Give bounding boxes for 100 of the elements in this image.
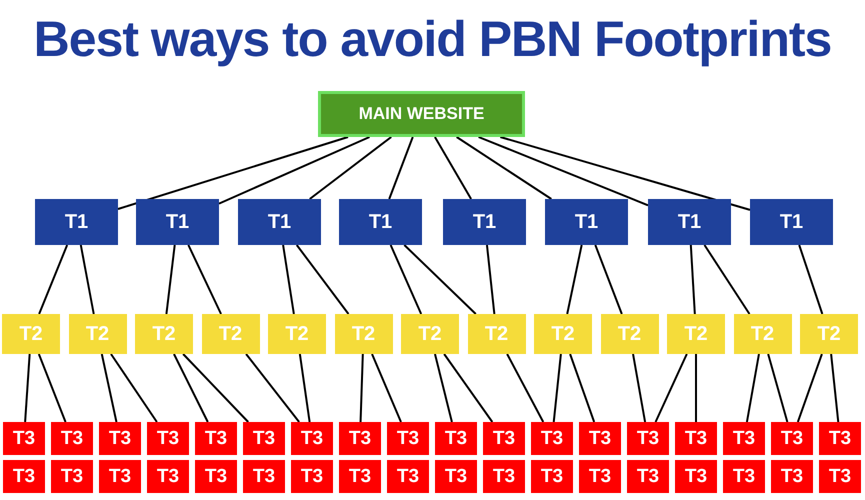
connector-line (80, 244, 95, 314)
tier-three-box (291, 460, 333, 493)
tier-two-box (135, 314, 193, 354)
node-label: T1 (574, 210, 598, 234)
tier-three-box (579, 422, 621, 455)
tier-three-box (51, 460, 93, 493)
node-label: T3 (540, 466, 564, 488)
tier-three-box (387, 422, 429, 455)
node-label: T3 (828, 428, 852, 450)
tier-three-box (483, 422, 525, 455)
connector-line (100, 354, 118, 422)
tier-two-box (667, 314, 725, 354)
tier-three-box (531, 460, 573, 493)
node-label: T3 (780, 428, 804, 450)
node-label: T1 (472, 210, 496, 234)
tier-three-box (147, 422, 189, 455)
node-label: T2 (750, 322, 774, 346)
connector-line (245, 353, 300, 423)
tier-one-box (443, 199, 526, 245)
node-label: T1 (268, 210, 292, 234)
tier-two-box (800, 314, 858, 354)
connector-line (404, 244, 476, 315)
connector-line (798, 244, 824, 314)
node-label: T3 (492, 428, 516, 450)
connector-line (38, 244, 68, 314)
node-label: T1 (780, 210, 804, 234)
tier-three-box (771, 422, 813, 455)
node-label: T3 (300, 428, 324, 450)
node-label: T3 (300, 466, 324, 488)
node-label: T3 (684, 428, 708, 450)
node-label: T3 (636, 428, 660, 450)
connector-line (165, 244, 176, 314)
node-label: T3 (780, 466, 804, 488)
node-label: T3 (252, 428, 276, 450)
tier-three-box (675, 422, 717, 455)
tier-three-box (99, 460, 141, 493)
tier-two-box (68, 314, 126, 354)
node-label: T2 (152, 322, 176, 346)
connector-line (434, 354, 453, 422)
node-label: T2 (684, 322, 708, 346)
tier-three-box (243, 460, 285, 493)
connector-line (500, 136, 750, 211)
node-label: T3 (828, 466, 852, 488)
tier-three-box (579, 460, 621, 493)
tier-three-box (531, 422, 573, 455)
tier-three-box (819, 422, 861, 455)
tier-three-box (723, 460, 765, 493)
tier-two-box (268, 314, 326, 354)
tier-three-box (675, 460, 717, 493)
tier-three-box (339, 460, 381, 493)
node-label: T3 (108, 428, 132, 450)
tier-one-box (339, 199, 422, 245)
connector-line (24, 354, 31, 422)
tier-two-box (600, 314, 658, 354)
tier-three-box (435, 460, 477, 493)
node-label: T3 (108, 466, 132, 488)
node-label: T3 (348, 428, 372, 450)
tier-three-box (435, 422, 477, 455)
tier-two-box (401, 314, 459, 354)
node-label: T2 (86, 322, 110, 346)
connector-line (282, 244, 295, 314)
connector-line (309, 136, 392, 200)
connector-line (110, 353, 158, 423)
node-label: T1 (368, 210, 392, 234)
tier-two-box (2, 314, 60, 354)
node-label: T3 (444, 466, 468, 488)
connector-line (506, 354, 544, 422)
node-label: T1 (166, 210, 190, 234)
connector-line (218, 136, 370, 205)
node-label: T3 (12, 428, 36, 450)
tier-three-box (771, 460, 813, 493)
main-website-box (318, 91, 525, 137)
tier-one-box (136, 199, 219, 245)
node-label: T3 (396, 466, 420, 488)
connector-line (566, 244, 583, 314)
connector-line (830, 354, 840, 422)
node-label: T3 (60, 466, 84, 488)
node-label: T3 (204, 428, 228, 450)
tier-one-box (648, 199, 731, 245)
node-label: T1 (678, 210, 702, 234)
node-label: T3 (444, 428, 468, 450)
connector-line (594, 244, 623, 314)
connector-line (38, 354, 66, 422)
tier-three-box (339, 422, 381, 455)
connector-line (390, 244, 422, 314)
tier-three-box (387, 460, 429, 493)
tier-three-box (483, 460, 525, 493)
tier-three-box (195, 460, 237, 493)
node-label: T3 (348, 466, 372, 488)
node-label: T3 (732, 428, 756, 450)
connector-line (443, 353, 494, 423)
node-label: T3 (588, 466, 612, 488)
node-label: T3 (636, 466, 660, 488)
tier-three-box (243, 422, 285, 455)
connector-line (182, 353, 249, 423)
tier-three-box (627, 422, 669, 455)
connector-line (552, 354, 562, 422)
tier-three-box (291, 422, 333, 455)
connector-line (298, 354, 311, 422)
tier-two-box (734, 314, 792, 354)
